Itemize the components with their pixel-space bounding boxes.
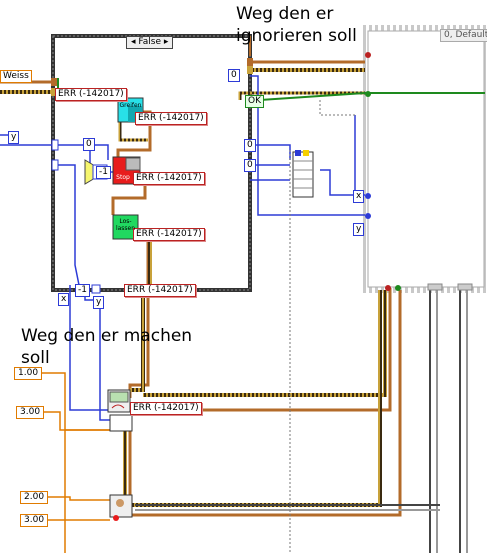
zero-constant[interactable]: 0	[83, 138, 95, 151]
zero-constant[interactable]: 0	[244, 159, 256, 172]
case-selector-value: False	[138, 37, 161, 47]
ok-constant-value: OK	[248, 96, 261, 106]
negate-constant[interactable]: -1	[96, 166, 111, 179]
terminal-y[interactable]: y	[353, 223, 365, 236]
subvi-slot[interactable]	[109, 414, 133, 432]
case-selector-right-arrow[interactable]: ▸	[163, 37, 169, 47]
annotation-ignore-line1: Weg den er	[236, 4, 334, 24]
weiss-constant[interactable]: Weiss	[0, 70, 32, 83]
right-frame-selector-value: 0, Default	[444, 30, 487, 40]
case-selector-left-arrow[interactable]: ◂	[131, 37, 136, 47]
terminal-x[interactable]: x	[58, 293, 70, 306]
subvi-move-alt[interactable]	[109, 494, 133, 521]
terminal-x[interactable]: x	[353, 190, 365, 203]
float-constant[interactable]: 3.00	[20, 514, 48, 527]
weiss-constant-value: Weiss	[3, 71, 29, 81]
annotation-make-line2: soll	[21, 348, 50, 368]
subvi-stop-label: Stop	[116, 174, 130, 181]
error-cluster: ERR (-142017)	[133, 228, 205, 241]
subvi-loslassen-label: Los-lassen	[115, 218, 136, 232]
ok-constant[interactable]: OK	[245, 95, 264, 108]
subvi-greifen-label: Greifen	[119, 102, 142, 109]
zero-constant[interactable]: 0	[244, 139, 256, 152]
right-frame[interactable]	[362, 25, 487, 293]
error-cluster: ERR (-142017)	[130, 402, 202, 415]
build-array-node[interactable]	[292, 150, 314, 198]
float-constant[interactable]: 1.00	[14, 367, 42, 380]
annotation-ignore-line2: ignorieren soll	[236, 26, 357, 46]
float-constant[interactable]: 3.00	[16, 406, 44, 419]
error-cluster: ERR (-142017)	[55, 88, 127, 101]
error-cluster: ERR (-142017)	[133, 172, 205, 185]
right-frame-selector[interactable]: 0, Default	[440, 29, 487, 42]
terminal-y[interactable]: y	[93, 296, 105, 309]
subvi-move-path[interactable]	[107, 389, 131, 413]
float-constant[interactable]: 2.00	[20, 491, 48, 504]
error-wires	[0, 36, 402, 517]
zero-constant[interactable]: 0	[228, 69, 240, 82]
case-selector[interactable]: ◂ False ▸	[126, 36, 174, 49]
error-cluster: ERR (-142017)	[124, 284, 196, 297]
float-wires	[36, 372, 110, 553]
error-cluster: ERR (-142017)	[135, 112, 207, 125]
negate-constant[interactable]: -1	[75, 284, 90, 297]
annotation-make-line1: Weg den er machen	[21, 326, 193, 346]
reference-wires	[135, 100, 468, 553]
terminal-y[interactable]: y	[8, 131, 20, 144]
